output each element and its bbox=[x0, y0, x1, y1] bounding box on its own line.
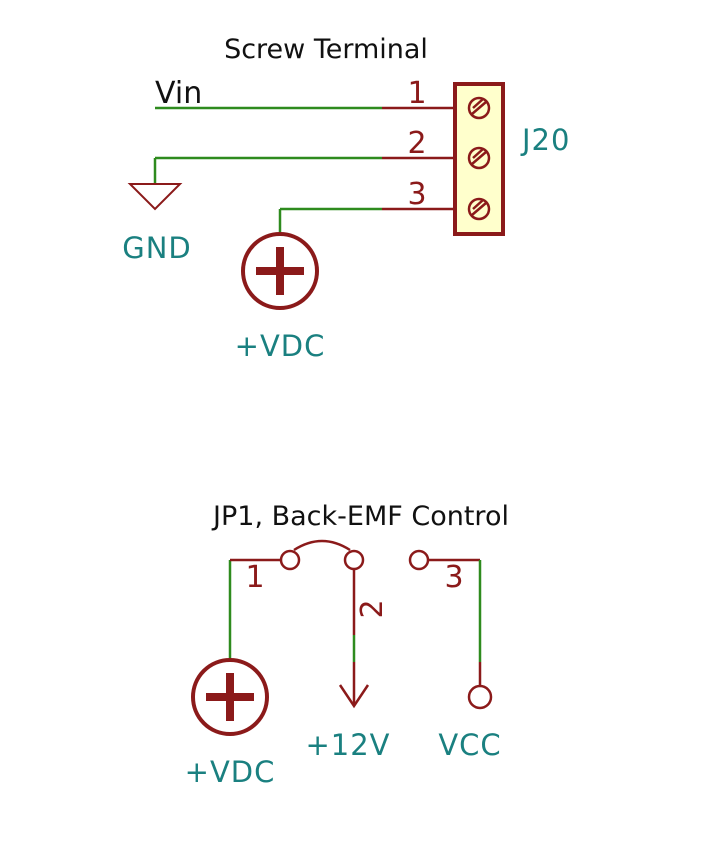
jp1-pad-2-icon bbox=[343, 549, 365, 571]
screw-icon bbox=[467, 96, 491, 120]
jumper-title: JP1, Back-EMF Control bbox=[211, 501, 509, 532]
j20-pin-3-number: 3 bbox=[407, 177, 426, 212]
j20-pin-1-number: 1 bbox=[407, 76, 426, 111]
power-plus-icon bbox=[191, 658, 269, 736]
jp1-pad-1-icon bbox=[279, 549, 301, 571]
jp1-pin-3-number: 3 bbox=[444, 560, 463, 595]
power-plus-icon bbox=[241, 232, 319, 310]
jp1-pad-3-icon bbox=[408, 549, 430, 571]
j20-pin-2-number: 2 bbox=[407, 126, 426, 161]
vin-label: Vin bbox=[155, 76, 202, 111]
jumper-bridge-icon bbox=[293, 539, 351, 552]
screw-icon bbox=[467, 197, 491, 221]
gnd-label: GND bbox=[122, 231, 192, 265]
jumper-section: JP1, Back-EMF Control 1 2 +12V 3 VCC bbox=[185, 501, 509, 789]
ground-icon bbox=[127, 183, 183, 211]
vdc-label-top: +VDC bbox=[235, 329, 326, 363]
screw-terminal-title: Screw Terminal bbox=[224, 34, 428, 65]
j20-reference-label: J20 bbox=[520, 123, 570, 157]
vcc-label: VCC bbox=[438, 728, 501, 762]
jp1-pin-1-number: 1 bbox=[245, 560, 264, 595]
vcc-icon bbox=[467, 662, 493, 710]
v12-label: +12V bbox=[305, 728, 390, 762]
jp1-pin-2-number: 2 bbox=[355, 599, 390, 618]
vdc-label-bottom: +VDC bbox=[185, 755, 276, 789]
screw-icon bbox=[467, 146, 491, 170]
arrow-down-icon bbox=[338, 662, 370, 709]
screw-terminal-section: Screw Terminal Vin GND +VDC 1 2 3 bbox=[122, 34, 570, 363]
